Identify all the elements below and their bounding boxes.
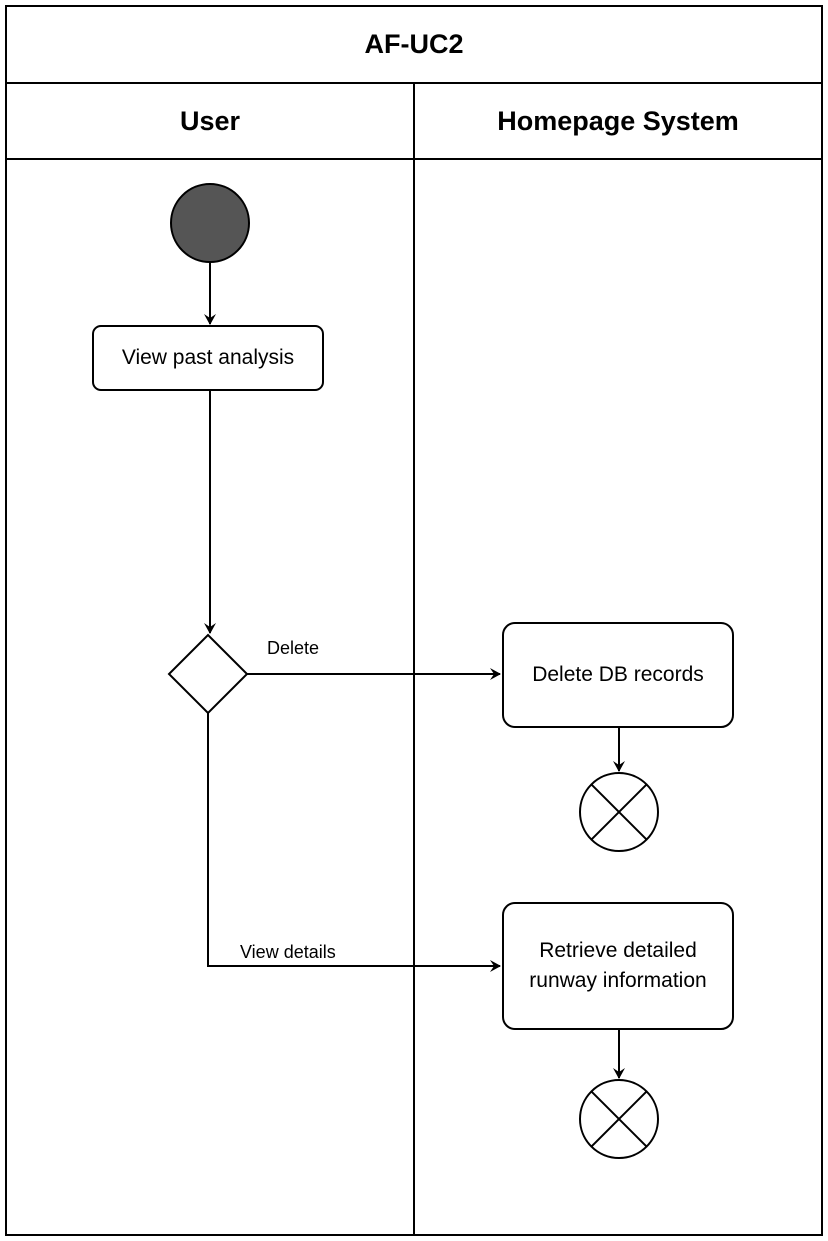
lane-header-homepage-system: Homepage System [497,105,739,136]
diagram-title: AF-UC2 [364,28,464,59]
lane-header-user: User [179,105,241,136]
action-retrieve-details-label: Retrieve detailed runway information [503,903,733,1029]
start-node [170,183,250,263]
action-retrieve-details-line-1: Retrieve detailed [539,939,697,962]
action-delete-db-records-label: Delete DB records [532,663,704,686]
action-view-past-analysis [92,325,324,391]
decision-node [167,633,249,715]
edge-view-details [207,713,501,972]
edge-label-view-details: View details [240,942,336,962]
flow-final-node-1 [579,772,659,852]
edge-label-delete: Delete [267,638,320,658]
action-view-past-analysis-label: View past analysis [121,346,295,369]
action-retrieve-details-line-2: runway information [529,969,707,992]
flow-final-node-2 [579,1079,659,1159]
